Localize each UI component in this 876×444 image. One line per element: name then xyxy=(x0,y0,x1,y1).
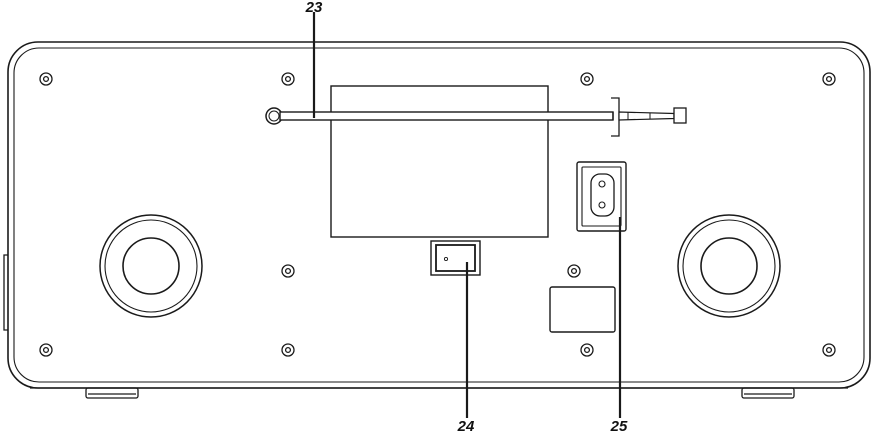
screw-bottom-right xyxy=(822,343,836,357)
screw-top-right xyxy=(822,72,836,86)
cabinet xyxy=(3,41,871,389)
screw-bottom-center-right xyxy=(580,343,594,357)
telescopic-antenna[interactable] xyxy=(265,97,687,137)
callout-25: 25 xyxy=(610,418,628,435)
foot-left xyxy=(85,387,139,399)
label-plate xyxy=(549,286,616,333)
foot-right xyxy=(741,387,795,399)
screw-top-left xyxy=(39,72,53,86)
power-switch[interactable] xyxy=(430,240,481,276)
screw-middle-right xyxy=(567,264,581,278)
screw-bottom-left xyxy=(39,343,53,357)
screw-middle-left xyxy=(281,264,295,278)
power-socket[interactable] xyxy=(576,161,627,232)
callout-23: 23 xyxy=(305,0,323,16)
screw-bottom-center-left xyxy=(281,343,295,357)
speaker-right xyxy=(677,214,781,318)
screw-top-center-right xyxy=(580,72,594,86)
screw-top-center-left xyxy=(281,72,295,86)
back-panel xyxy=(330,85,549,238)
callout-24: 24 xyxy=(457,418,475,435)
speaker-left xyxy=(99,214,203,318)
